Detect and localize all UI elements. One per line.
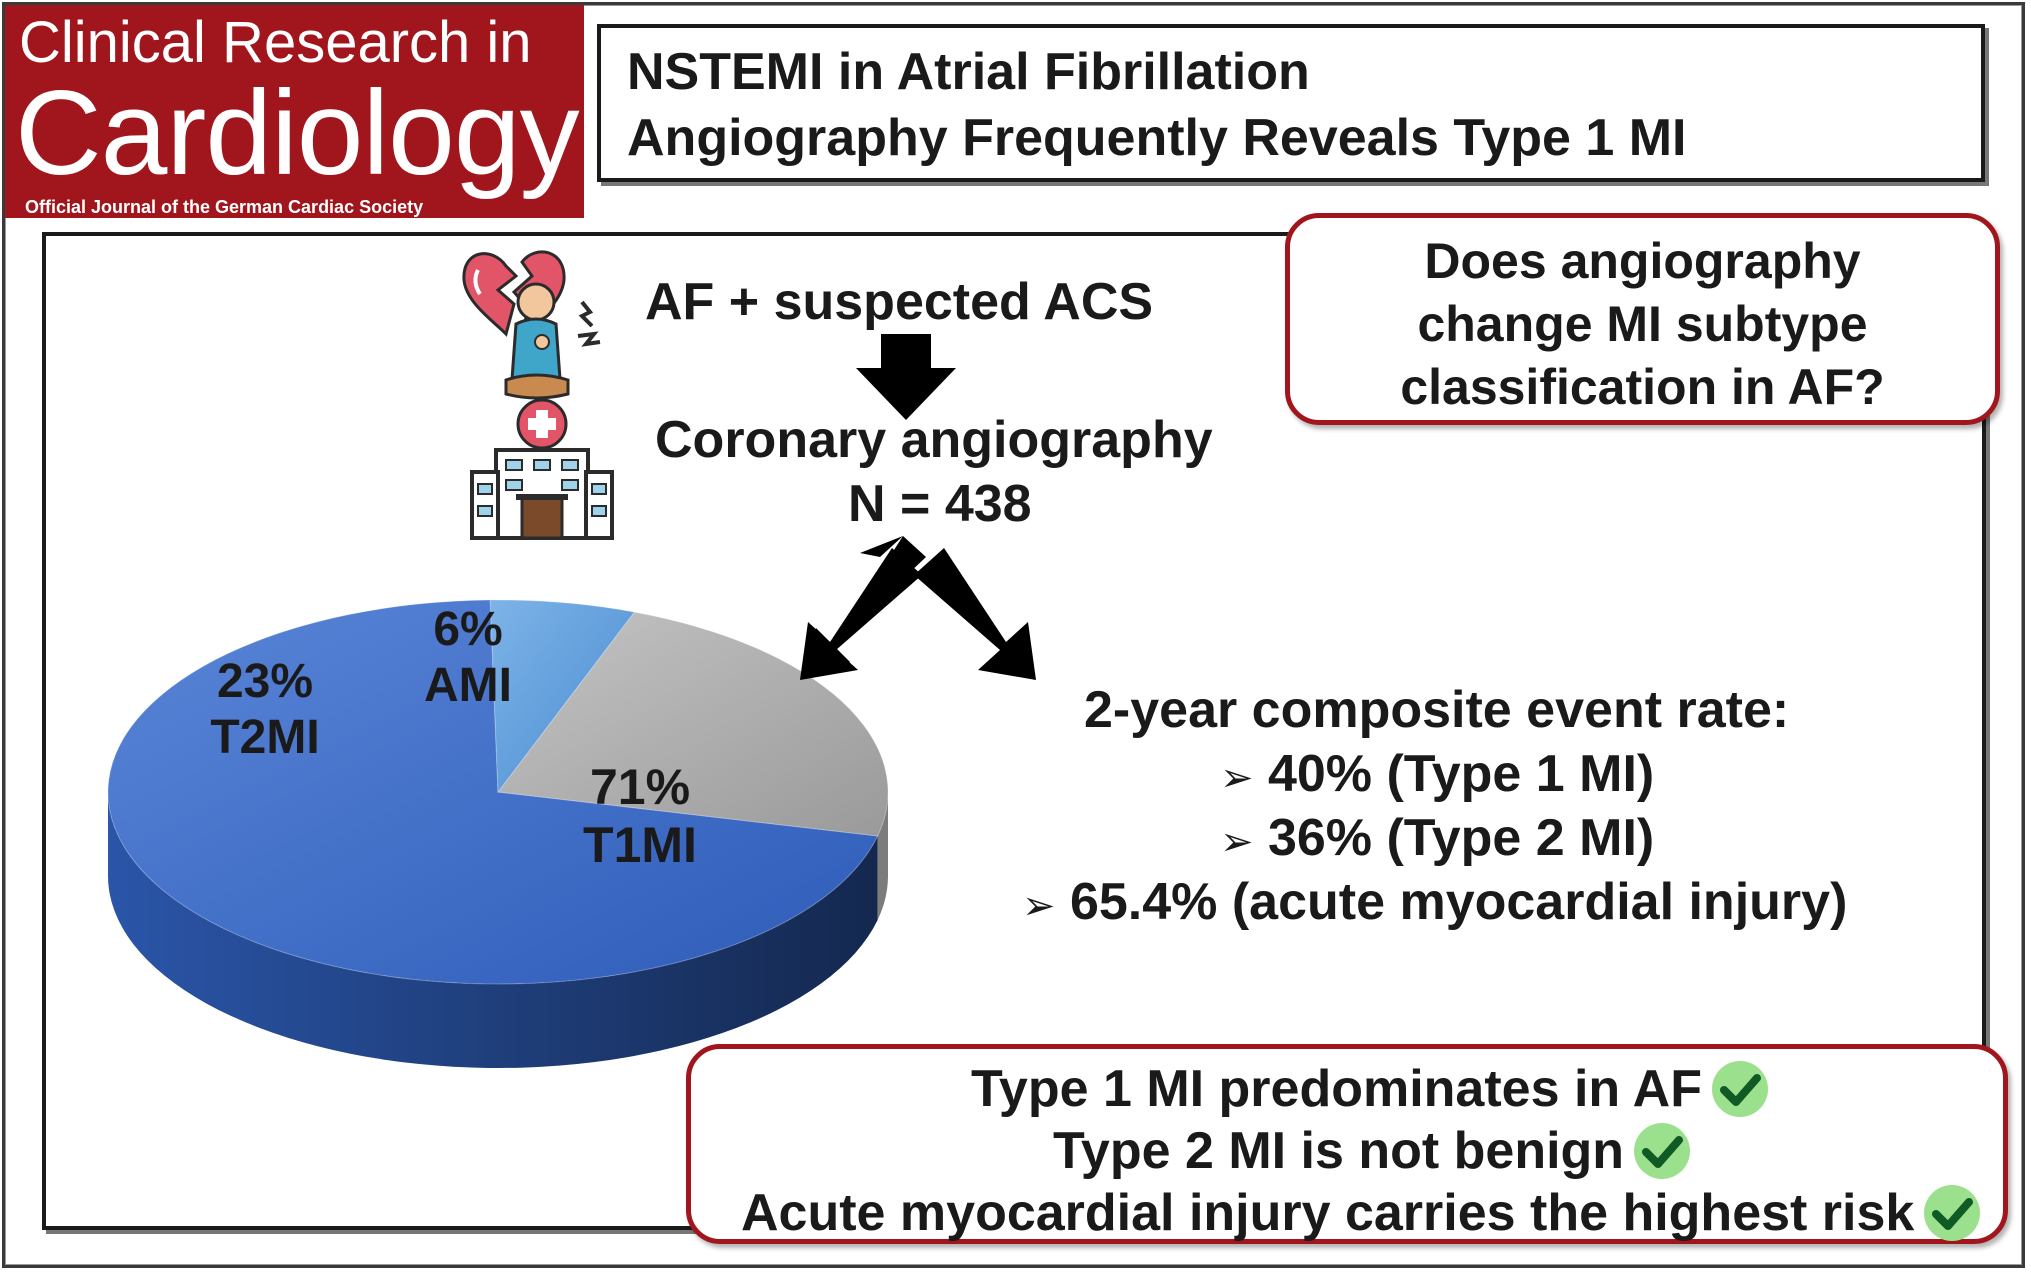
- pie-slice-t2mi-side: [877, 792, 888, 921]
- question-line1: Does angiography: [1424, 233, 1861, 289]
- logo-line1: Clinical Research in: [19, 10, 532, 75]
- conclusion-text: Type 1 MI predominates in AF: [971, 1060, 1702, 1118]
- title-line2: Angiography Frequently Reveals Type 1 MI: [627, 109, 1687, 167]
- event-rate-text: 36% (Type 2 MI): [1267, 809, 1655, 867]
- conclusion-text: Acute myocardial injury carries the high…: [741, 1184, 1915, 1242]
- title-line1: NSTEMI in Atrial Fibrillation: [627, 43, 1310, 101]
- pie-slice-t1mi-side: [108, 792, 878, 1069]
- logo-line3: Official Journal of the German Cardiac S…: [25, 197, 424, 217]
- check-icon: [1634, 1123, 1691, 1179]
- event-rate-item: ➢ 65.4% (acute myocardial injury): [1022, 872, 1847, 932]
- check-icon: [1924, 1185, 1981, 1241]
- conclusion-text: Type 2 MI is not benign: [1053, 1122, 1625, 1180]
- conclusion-item: Acute myocardial injury carries the high…: [741, 1183, 1982, 1243]
- split-arrow-icon: [800, 536, 1036, 680]
- event-rate-item: ➢ 36% (Type 2 MI): [1220, 808, 1654, 868]
- pie-slice-t1mi: [107, 599, 879, 985]
- title-box: NSTEMI in Atrial Fibrillation Angiograph…: [597, 24, 1985, 182]
- event-rates-heading: 2-year composite event rate:: [1084, 681, 1790, 739]
- pie-category-t2mi: T2MI: [210, 711, 320, 764]
- pie-category-ami: AMI: [424, 659, 512, 712]
- mi-subtype-pie-chart: [107, 599, 889, 1069]
- pie-value-t2mi: 23%: [216, 655, 314, 708]
- pie-slice-ami: [489, 599, 636, 794]
- flow-start-text: AF + suspected ACS: [645, 273, 1154, 331]
- pie-value-t1mi: 71%: [589, 759, 691, 815]
- journal-logo: Clinical Research in Cardiology Official…: [5, 5, 584, 218]
- conclusion-item: Type 1 MI predominates in AF: [971, 1059, 1770, 1119]
- question-line3: classification in AF?: [1400, 359, 1885, 415]
- bullet-arrow-icon: ➢: [1022, 884, 1056, 928]
- bullet-arrow-icon: ➢: [1220, 756, 1254, 800]
- question-line2: change MI subtype: [1417, 296, 1868, 352]
- question-box: Does angiography change MI subtype class…: [1285, 213, 2000, 425]
- conclusion-box: Type 1 MI predominates in AF Type 2 MI i…: [686, 1044, 2008, 1244]
- pie-value-ami: 6%: [433, 603, 503, 656]
- event-rate-text: 40% (Type 1 MI): [1267, 745, 1655, 803]
- down-arrow-icon: [856, 334, 956, 420]
- pie-label-ami: 6% AMI: [418, 602, 518, 714]
- flow-n-text: N = 438: [848, 475, 1032, 533]
- logo-line2: Cardiology: [15, 66, 580, 200]
- bullet-arrow-icon: ➢: [1220, 820, 1254, 864]
- event-rate-item: ➢ 40% (Type 1 MI): [1220, 744, 1654, 804]
- patient-chest-pain-icon: [504, 282, 601, 400]
- pie-label-t1mi: 71% T1MI: [570, 758, 710, 874]
- flow-procedure-text: Coronary angiography: [655, 411, 1213, 469]
- pie-label-t2mi: 23% T2MI: [200, 654, 330, 766]
- event-rate-text: 65.4% (acute myocardial injury): [1069, 873, 1848, 931]
- hospital-icon: [470, 398, 614, 540]
- conclusion-item: Type 2 MI is not benign: [1053, 1121, 1692, 1181]
- check-icon: [1712, 1061, 1768, 1117]
- pie-slice-t2mi: [497, 611, 889, 837]
- pie-category-t1mi: T1MI: [583, 817, 697, 873]
